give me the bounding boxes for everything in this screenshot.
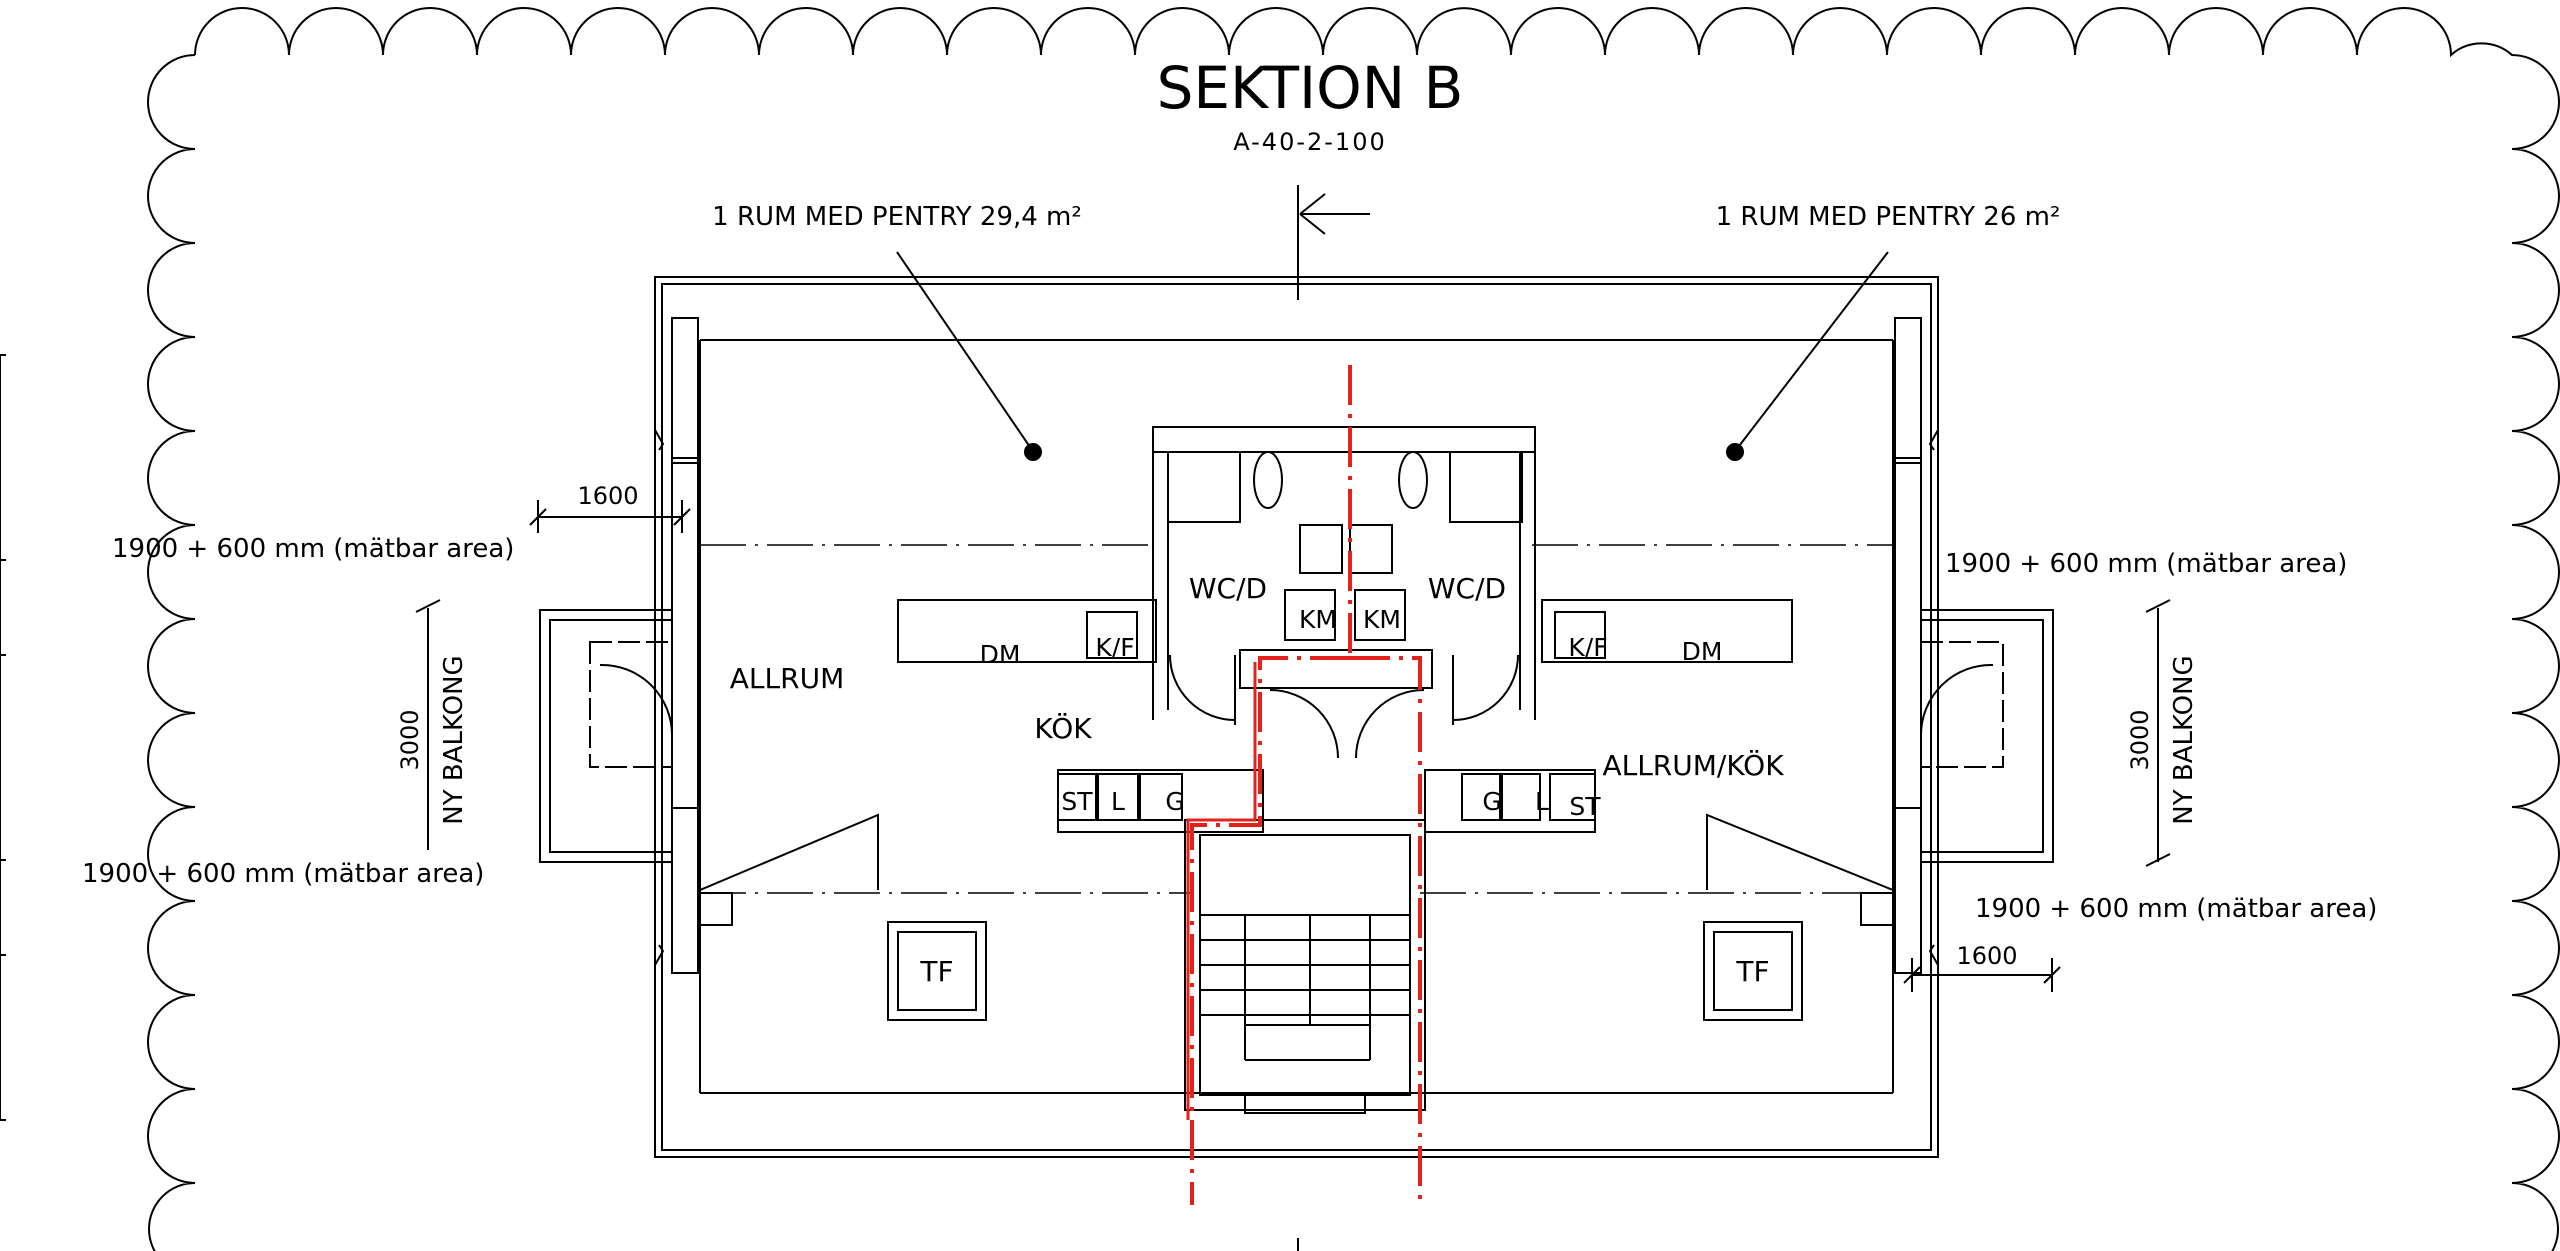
room-wcd-right: WC/D <box>1428 572 1506 605</box>
revision-cloud <box>147 7 2560 1251</box>
leader-lines <box>896 251 1889 461</box>
markup-lines <box>1186 365 1422 1205</box>
label-l-right: L <box>1535 787 1549 816</box>
bathroom-block <box>1152 426 1536 759</box>
measurement-right-upper: 1900 + 600 mm (mätbar area) <box>1945 549 2347 579</box>
measurement-left-upper: 1900 + 600 mm (mätbar area) <box>112 534 514 564</box>
balcony-right <box>1920 609 2054 863</box>
label-kf-left: K/F <box>1095 633 1134 662</box>
label-g-right: G <box>1482 787 1501 816</box>
balcony-left-label: NY BALKONG <box>439 655 469 824</box>
roof-slopes <box>699 813 1894 926</box>
label-l-left: L <box>1111 787 1125 816</box>
dimension-balcony-right: 3000 <box>2126 709 2154 770</box>
label-km-right: KM <box>1363 605 1401 634</box>
measurement-left-lower: 1900 + 600 mm (mätbar area) <box>82 859 484 889</box>
dimension-lines <box>415 500 2171 992</box>
room-allrum-kok: ALLRUM/KÖK <box>1602 748 1784 782</box>
drawing-title: SEKTION B <box>1157 54 1464 122</box>
dimension-width-left: 1600 <box>577 482 638 510</box>
balcony-right-label: NY BALKONG <box>2169 655 2199 824</box>
label-st-right: ST <box>1569 792 1601 821</box>
dimension-width-right: 1600 <box>1956 942 2017 970</box>
margin-strip <box>0 354 6 1121</box>
label-tf-left: TF <box>919 955 953 988</box>
section-arrow <box>1297 185 1370 1251</box>
building-walls <box>654 276 1939 1158</box>
label-tf-right: TF <box>1735 955 1769 988</box>
label-dm-right: DM <box>1682 637 1723 666</box>
balcony-left <box>539 609 673 863</box>
kitchen-counters <box>897 599 1793 833</box>
room-wcd-left: WC/D <box>1189 572 1267 605</box>
measurement-right-lower: 1900 + 600 mm (mätbar area) <box>1975 894 2377 924</box>
label-st-left: ST <box>1061 787 1093 816</box>
label-g-left: G <box>1165 787 1184 816</box>
label-km-left: KM <box>1299 605 1337 634</box>
height-lines <box>700 544 1893 894</box>
room-kok: KÖK <box>1034 711 1092 745</box>
label-dm-left: DM <box>980 640 1021 669</box>
dimension-balcony-left: 3000 <box>396 709 424 770</box>
stair-core <box>1184 819 1426 1114</box>
unit-left-label: 1 RUM MED PENTRY 29,4 m² <box>712 202 1082 232</box>
label-kf-right: K/F <box>1568 633 1607 662</box>
tf-units <box>887 921 1803 1021</box>
room-allrum: ALLRUM <box>730 662 844 695</box>
drawing-reference: A-40-2-100 <box>1233 128 1387 156</box>
unit-right-label: 1 RUM MED PENTRY 26 m² <box>1716 202 2061 232</box>
